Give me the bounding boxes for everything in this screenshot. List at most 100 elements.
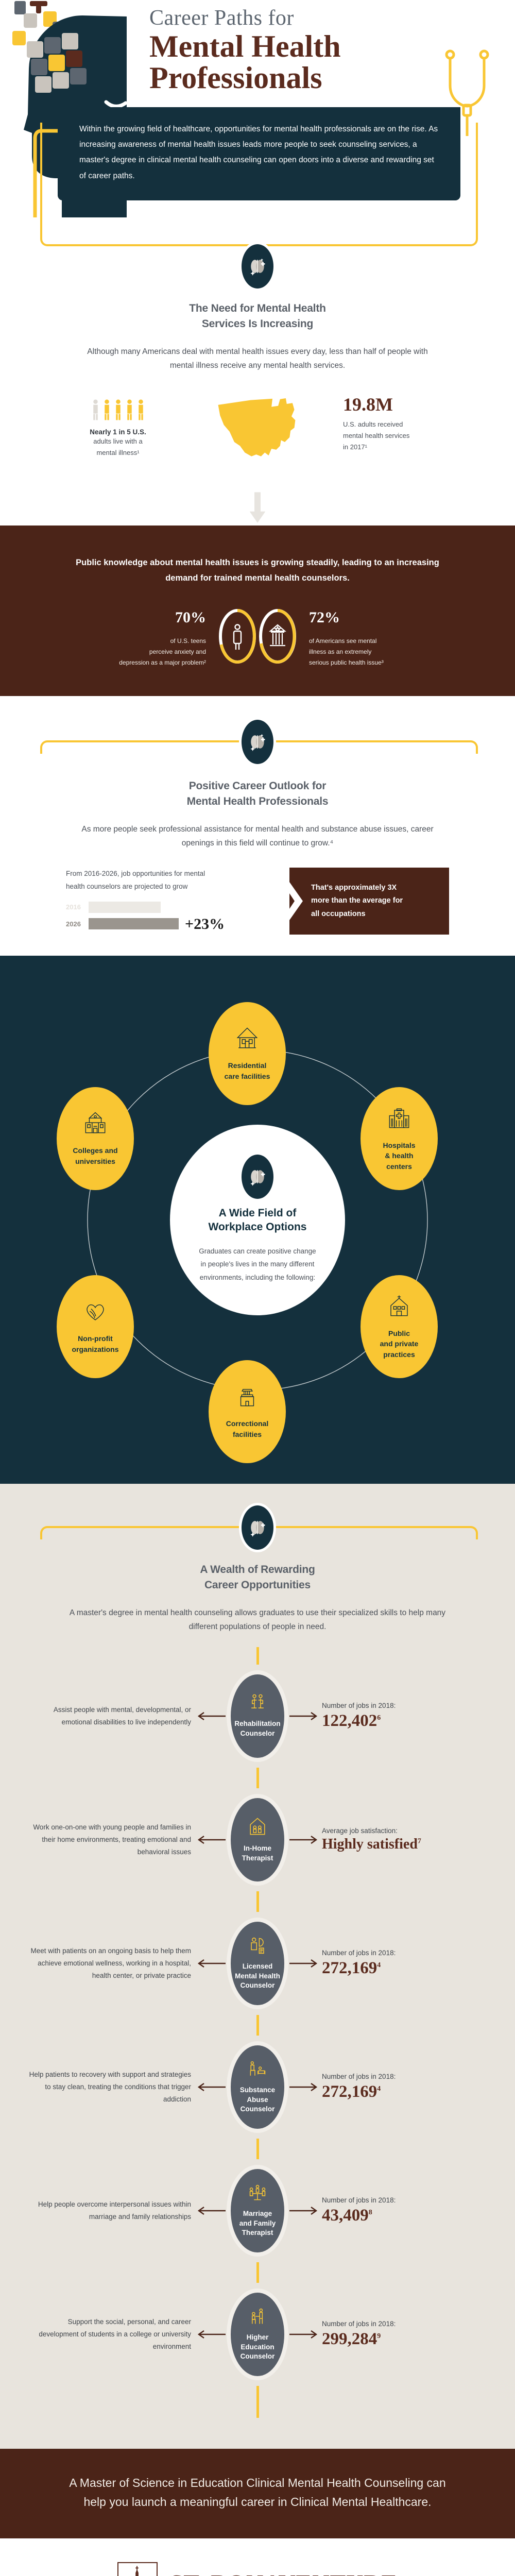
connector-line: [256, 2139, 259, 2160]
career-title-line1: Marriage: [243, 2210, 272, 2218]
career-badge[interactable]: Rehabilitation Counselor: [231, 1674, 284, 1758]
hero-title-line2: Professionals: [149, 61, 322, 95]
connector-line: [256, 1891, 259, 1912]
counselor-brain-icon: [248, 1937, 267, 1957]
bar-row-2026: 2026 +23%: [66, 916, 262, 931]
career-badge[interactable]: Licensed Mental Health Counselor: [231, 1922, 284, 2006]
career-title-line1: Higher: [246, 2333, 269, 2342]
careers-subtext: A master's degree in mental health couns…: [69, 1608, 446, 1631]
career-stat-sup: 4: [377, 1961, 381, 1970]
career-title-line3: Counselor: [240, 2105, 275, 2113]
career-stat-value: Highly satisfied: [322, 1836, 418, 1853]
career-badge[interactable]: Substance Abuse Counselor: [231, 2045, 284, 2129]
one-in-five-text-2: mental illness¹: [96, 448, 140, 456]
growth-callout: That's approximately 3X more than the av…: [289, 868, 449, 935]
workplace-node-public-private[interactable]: Public and private practices: [360, 1275, 438, 1378]
career-badge[interactable]: Higher Education Counselor: [231, 2293, 284, 2377]
clinic-icon: [387, 1294, 411, 1321]
arrow-left-icon: [196, 2206, 227, 2215]
career-description: Help people overcome interpersonal issue…: [38, 2200, 191, 2221]
connector-line: [256, 1768, 259, 1789]
stethoscope-icon: [444, 49, 490, 137]
logo-section: ST. BONAVENTURE U N I V E R S I T Y ONLI…: [0, 2538, 515, 2576]
awareness-donuts: 70% of U.S. teens perceive anxiety and d…: [0, 604, 515, 668]
stat-one-in-five: Nearly 1 in 5 U.S. adults live with a me…: [54, 395, 182, 458]
career-title-line1: Licensed: [242, 1962, 273, 1971]
node-residential-line1: Residential: [228, 1061, 267, 1070]
careers-heading-line1: A Wealth of Rewarding: [200, 1563, 315, 1575]
workplace-node-nonprofit[interactable]: Non-profit organizations: [57, 1275, 134, 1378]
growth-bars: 2016 2026 +23%: [66, 901, 262, 931]
pct-70-line2: perceive anxiety and: [149, 648, 206, 655]
workplace-node-colleges[interactable]: Colleges and universities: [57, 1087, 134, 1190]
career-row: Help patients to recovery with support a…: [0, 2036, 515, 2139]
person-icon: [138, 399, 143, 420]
career-stat-value: 43,409: [322, 2206, 369, 2225]
career-stat-sup: 9: [377, 2332, 381, 2341]
node-nonprofit-line2: organizations: [72, 1345, 119, 1353]
outlook-heading: Positive Career Outlook for Mental Healt…: [0, 778, 515, 810]
career-badge[interactable]: In-Home Therapist: [231, 1798, 284, 1882]
down-arrow-icon: [249, 492, 266, 527]
career-description: Meet with patients on an ongoing basis t…: [30, 1946, 191, 1980]
awareness-section: Public knowledge about mental health iss…: [0, 526, 515, 696]
stat-19-8m: 19.8M U.S. adults received mental health…: [343, 395, 461, 453]
node-hospitals-line2: & health: [385, 1151, 414, 1160]
awareness-lead: Public knowledge about mental health iss…: [76, 558, 439, 583]
person-icon: [115, 399, 121, 420]
adults-served-text-1: U.S. adults received: [343, 420, 403, 429]
callout-line3: all occupations: [311, 909, 366, 918]
person-icon: [104, 399, 109, 420]
pct-72-line1: of Americans see mental: [309, 637, 377, 645]
career-title-line2: Counselor: [240, 1729, 275, 1737]
bar-2016: [89, 901, 161, 913]
arrow-left-icon: [196, 1959, 227, 1968]
node-colleges-line2: universities: [75, 1157, 115, 1165]
arrow-right-icon: [288, 1711, 319, 1721]
arrow-left-icon: [196, 1711, 227, 1721]
workplace-node-hospitals[interactable]: Hospitals & health centers: [360, 1087, 438, 1190]
one-in-five-label: Nearly 1 in 5 U.S.: [90, 428, 146, 436]
hero-section: Career Paths for Mental Health Professio…: [0, 0, 515, 258]
need-subtext: Although many Americans deal with mental…: [87, 347, 428, 370]
two-people-icon: [248, 1694, 267, 1714]
career-title-line1: Rehabilitation: [234, 1720, 281, 1728]
career-description: Work one-on-one with young people and fa…: [33, 1823, 191, 1856]
career-badge[interactable]: Marriage and Family Therapist: [231, 2169, 284, 2253]
growth-text-line1: From 2016-2026, job opportunities for me…: [66, 870, 205, 877]
careers-heading-line2: Career Opportunities: [204, 1579, 311, 1591]
hero-titles: Career Paths for Mental Health Professio…: [149, 6, 458, 94]
couch-session-icon: [248, 2060, 267, 2080]
career-stat-value: 122,402: [322, 1711, 377, 1731]
cta-text: A Master of Science in Education Clinica…: [69, 2476, 446, 2509]
workplace-node-correctional[interactable]: Correctional facilities: [209, 1360, 286, 1463]
outlook-heading-line1: Positive Career Outlook for: [188, 779, 327, 792]
hub-text: Graduates can create positive change in …: [199, 1247, 316, 1281]
node-correctional-line1: Correctional: [226, 1419, 269, 1428]
pct-72-value: 72%: [309, 609, 340, 626]
arrow-left-icon: [196, 2330, 227, 2339]
donut-72: 72% of Americans see mental illness as a…: [258, 604, 426, 668]
node-correctional-line2: facilities: [232, 1430, 262, 1438]
career-row: Support the social, personal, and career…: [0, 2283, 515, 2386]
need-heading: The Need for Mental Health Services Is I…: [0, 301, 515, 332]
pct-72-line2: illness as an extremely: [309, 648, 372, 655]
careers-heading: A Wealth of Rewarding Career Opportuniti…: [0, 1562, 515, 1594]
need-heading-line1: The Need for Mental Health: [189, 302, 326, 314]
hero-subtitle: Career Paths for: [149, 6, 294, 30]
hub-title-line2: Workplace Options: [208, 1221, 307, 1233]
career-title-line1: In-Home: [244, 1844, 271, 1853]
house-icon: [235, 1026, 260, 1053]
career-title-line2: Education: [241, 2343, 274, 2351]
intro-text: Within the growing field of healthcare, …: [58, 107, 460, 200]
outlook-section: Positive Career Outlook for Mental Healt…: [0, 696, 515, 956]
workplace-node-residential[interactable]: Residential care facilities: [209, 1002, 286, 1105]
career-stat-sup: 7: [417, 1837, 421, 1845]
career-row: Meet with patients on an ongoing basis t…: [0, 1912, 515, 2015]
family-table-icon: [248, 2184, 267, 2204]
university-icon: [83, 1111, 108, 1138]
sbu-logo-mark-icon: [117, 2562, 158, 2576]
people-pictogram: [54, 395, 182, 421]
connector-line: [256, 1647, 259, 1665]
us-map-icon: [211, 395, 314, 463]
